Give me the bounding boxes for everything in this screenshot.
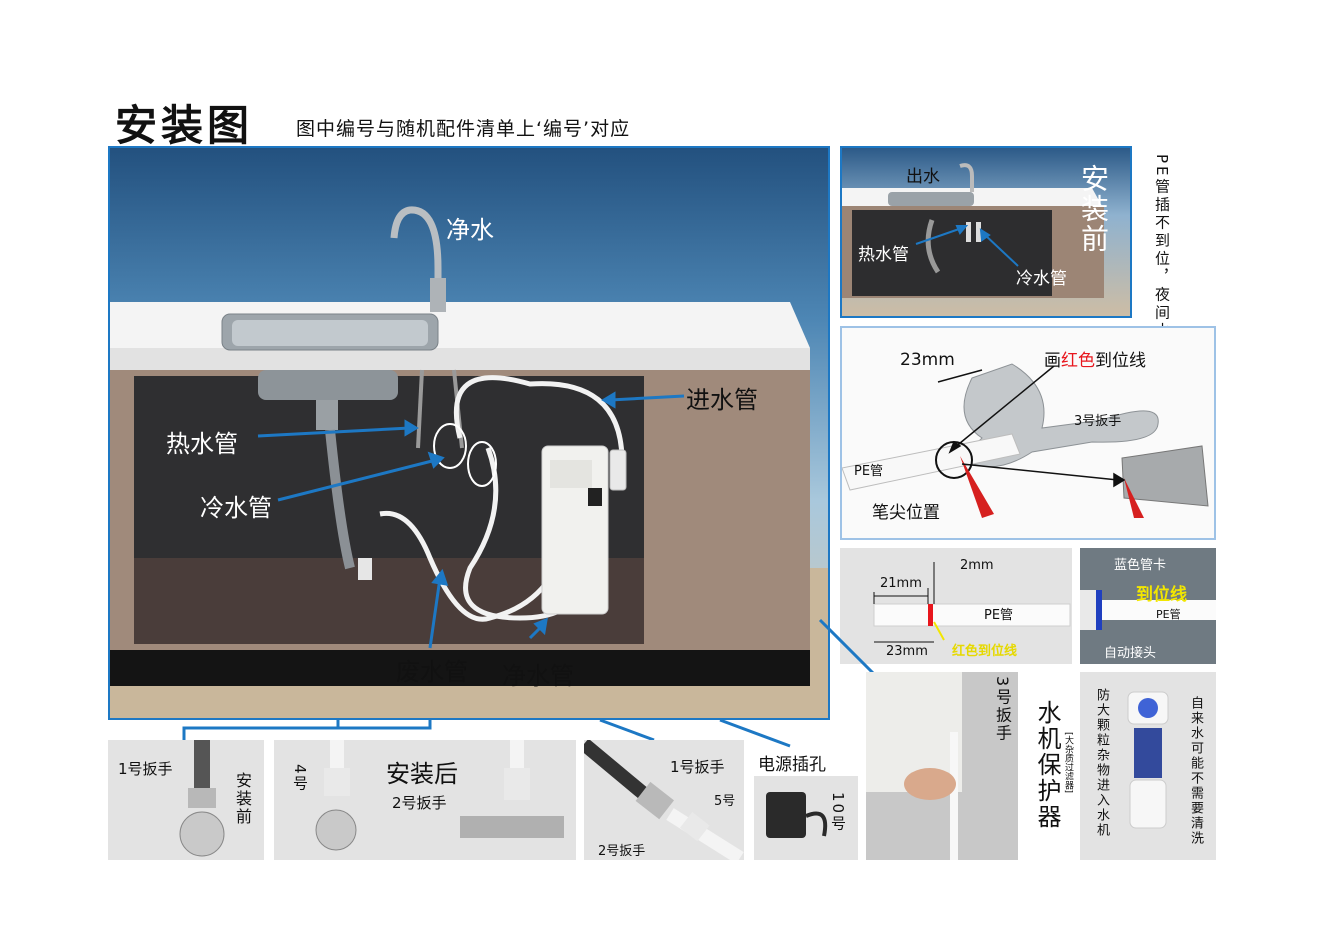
hot-pipe-label: 热水管 [166, 430, 238, 458]
auto-joint-label: 自动接头 [1104, 646, 1157, 661]
outlet-label: 出水 [906, 167, 940, 187]
valve-after-illustration [315, 740, 564, 851]
page-subtitle: 图中编号与随机配件清单上‘编号’对应 [296, 118, 631, 140]
bp2-title: 安装后 [386, 760, 458, 788]
dim-21mm: 21mm [880, 576, 922, 591]
draw-line-prefix: 画 [1044, 351, 1061, 371]
blue-clip-label: 蓝色管卡 [1114, 558, 1167, 573]
wrench-illustration [842, 363, 1209, 518]
power-adapter-illustration [766, 792, 828, 838]
protector-illustration [866, 672, 962, 860]
pipe-marking-panel: 21mm 2mm 23mm PE管 红色到位线 [840, 548, 1072, 664]
protector-photo-panel: 3号扳手 [866, 672, 1018, 860]
waste-pipe-label: 废水管 [396, 658, 468, 686]
inlet-pipe-label: 进水管 [686, 386, 758, 414]
draw-line-label: 画红色到位线 [1044, 346, 1146, 371]
cold-pipe-label: 冷水管 [200, 494, 272, 522]
bp2-wrench-label: 2号扳手 [392, 794, 447, 812]
clip-illustration [1080, 590, 1216, 630]
before-cold-pipe-label: 冷水管 [1016, 269, 1067, 289]
wrench-detail-panel: 23mm 画红色到位线 3号扳手 PE管 笔尖位置 [840, 326, 1216, 540]
page-title: 安装图 [115, 101, 254, 150]
scene-illustration [110, 206, 828, 718]
protector-subtitle: [大杂质过滤器] [1063, 732, 1073, 794]
draw-line-suffix: 到位线 [1095, 351, 1146, 371]
before-install-title: 安装前 [1077, 164, 1110, 254]
bottom-panel-after: 4号 安装后 2号扳手 [274, 740, 576, 860]
clip-detail-panel: 蓝色管卡 到位线 PE管 自动接头 [1080, 548, 1216, 664]
before-install-illustration [842, 163, 1104, 298]
power-socket-label: 电源插孔 [758, 755, 826, 775]
valve-before-illustration [179, 740, 225, 857]
clip-pe-label: PE管 [1156, 608, 1181, 621]
bottom-panel-inlet: 1号扳手 5号 2号扳手 [584, 740, 744, 860]
pipe-marking-pe-label: PE管 [984, 608, 1014, 623]
bp2-no4-label: 4号 [291, 764, 309, 793]
bp3-wrench2-label: 2号扳手 [598, 844, 646, 859]
prot-wrench-label: 3号扳手 [993, 676, 1012, 743]
leak-warning-note: PE管插不到位，夜间水压大时会漏水 [1153, 154, 1171, 449]
bp1-state-label: 安装前 [233, 772, 252, 826]
red-line-label: 红色到位线 [952, 644, 1018, 659]
filter-left-note: 防大颗粒杂物进入水机 [1094, 688, 1109, 838]
filter-right-note: 自来水可能不需要清洗 [1188, 696, 1203, 846]
faucet-label: 净水 [446, 216, 494, 244]
bottom-panel-before: 1号扳手 安装前 [108, 740, 264, 860]
inlet-illustration [584, 740, 744, 860]
filter-panel: 防大颗粒杂物进入水机 自来水可能不需要清洗 [1080, 672, 1216, 860]
pipe-marking-illustration [873, 562, 1071, 643]
bp1-wrench-label: 1号扳手 [118, 760, 173, 778]
before-hot-pipe-label: 热水管 [858, 245, 909, 265]
position-line-label: 到位线 [1136, 585, 1187, 605]
power-adapter-panel: 10号 [754, 776, 858, 860]
pen-tip-label: 笔尖位置 [872, 503, 940, 523]
pe-pipe-label: PE管 [854, 464, 884, 479]
clean-pipe-label: 净水管 [502, 662, 574, 690]
power-no-label: 10号 [829, 792, 847, 833]
protector-title: 水机保护器 [1033, 700, 1061, 830]
wrench-3-label: 3号扳手 [1074, 414, 1122, 429]
dim-2mm: 2mm [960, 558, 994, 573]
bp3-no5-label: 5号 [714, 794, 736, 809]
before-install-panel: 出水 热水管 冷水管 安装前 [840, 146, 1132, 318]
filter-illustration [1127, 691, 1169, 829]
main-installation-scene: 净水 热水管 冷水管 进水管 废水管 净水管 [108, 146, 830, 720]
bp3-wrench1-label: 1号扳手 [670, 758, 725, 776]
dim-23mm: 23mm [900, 350, 955, 370]
dim-23mm-bottom: 23mm [886, 644, 928, 659]
draw-line-red: 红色 [1061, 351, 1095, 371]
